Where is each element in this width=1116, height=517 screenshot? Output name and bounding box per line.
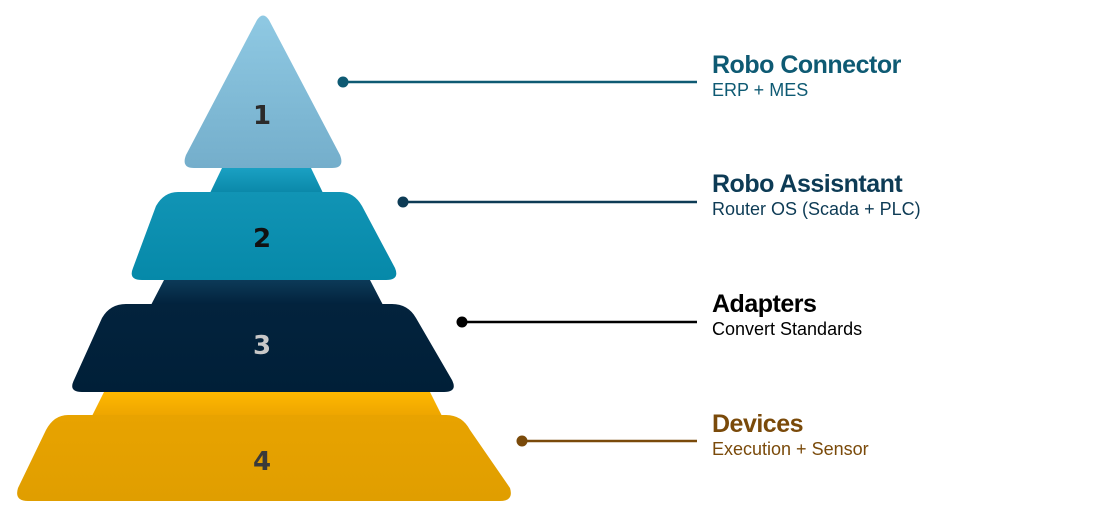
- tier-3-title: Adapters: [712, 290, 817, 318]
- tier-4-label: Devices Execution + Sensor: [712, 410, 869, 460]
- connector-2-dot: [397, 196, 409, 208]
- tier-3-subtitle: Convert Standards: [712, 319, 863, 339]
- tier-4-number: 4: [253, 447, 271, 477]
- tier-3-neck: [151, 280, 383, 305]
- connector-4: [516, 435, 697, 447]
- tier-3-label: Adapters Convert Standards: [712, 290, 862, 340]
- tier-1-subtitle: ERP + MES: [712, 80, 809, 100]
- connector-1: [337, 76, 697, 88]
- tier-4-body: [17, 415, 511, 501]
- connector-2: [397, 196, 697, 208]
- tier-1-label: Robo Connector ERP + MES: [712, 51, 901, 101]
- tier-3-body: [72, 304, 454, 392]
- connector-1-dot: [337, 76, 349, 88]
- tier-4-title: Devices: [712, 410, 804, 438]
- tier-1-title: Robo Connector: [712, 51, 901, 79]
- connector-3: [456, 316, 697, 328]
- tier-1: 1: [184, 15, 342, 168]
- tier-4-neck: [92, 392, 442, 416]
- tier-2-subtitle: Router OS (Scada + PLC): [712, 199, 921, 219]
- tier-1-triangle: [184, 15, 342, 168]
- tier-1-number: 1: [253, 101, 271, 131]
- tier-2-body: [131, 192, 397, 280]
- tier-2-neck: [210, 168, 323, 193]
- tier-4: 4: [17, 392, 511, 501]
- tier-3-number: 3: [253, 331, 271, 361]
- connector-4-dot: [516, 435, 528, 447]
- tier-3: 3: [72, 280, 454, 392]
- connector-3-dot: [456, 316, 468, 328]
- tier-2-label: Robo Assisntant Router OS (Scada + PLC): [712, 170, 921, 220]
- tier-2-title: Robo Assisntant: [712, 170, 903, 198]
- tier-2-number: 2: [253, 224, 271, 254]
- tier-2: 2: [131, 168, 397, 280]
- tier-4-subtitle: Execution + Sensor: [712, 439, 869, 459]
